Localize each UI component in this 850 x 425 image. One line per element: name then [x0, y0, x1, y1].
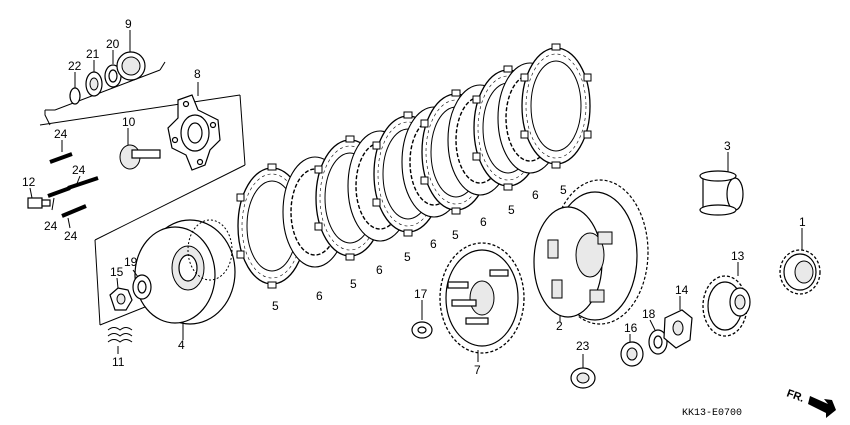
label-4: 4 — [178, 338, 185, 352]
label-5d: 5 — [452, 228, 459, 242]
part-8-lifter-plate — [167, 82, 221, 171]
label-22: 22 — [68, 59, 82, 73]
label-2: 2 — [556, 319, 563, 333]
label-20: 20 — [106, 37, 120, 51]
label-6d: 6 — [480, 215, 487, 229]
part-11-springs — [107, 327, 133, 354]
label-24b: 24 — [72, 163, 86, 177]
label-13: 13 — [731, 249, 745, 263]
label-15: 15 — [110, 265, 124, 279]
part-2-clutch-outer — [533, 179, 649, 325]
part-16-nut — [620, 334, 644, 367]
front-direction-indicator: FR. — [785, 388, 836, 418]
label-11: 11 — [112, 355, 125, 369]
label-17: 17 — [414, 287, 428, 301]
label-14: 14 — [675, 283, 689, 297]
part-18-washer — [648, 319, 668, 355]
label-12: 12 — [22, 175, 36, 189]
part-4-pressure-plate — [134, 219, 236, 340]
label-16: 16 — [624, 321, 638, 335]
label-18: 18 — [642, 307, 656, 321]
part-24-bolt-c — [47, 186, 71, 211]
label-21: 21 — [86, 47, 100, 61]
label-24a: 24 — [54, 127, 68, 141]
label-6c: 6 — [430, 237, 437, 251]
label-5a: 5 — [272, 299, 279, 313]
part-19-washer — [132, 269, 152, 300]
part-7-clutch-center — [439, 242, 525, 362]
label-1: 1 — [799, 215, 806, 229]
label-6a: 6 — [316, 289, 323, 303]
part-3-spacer — [699, 152, 744, 216]
label-6b: 6 — [376, 263, 383, 277]
label-8: 8 — [194, 67, 201, 81]
part-14-plate — [663, 296, 693, 349]
label-10: 10 — [122, 115, 136, 129]
label-24d: 24 — [64, 229, 78, 243]
label-5e: 5 — [508, 203, 515, 217]
part-24-bolt-a — [49, 140, 73, 164]
label-19: 19 — [124, 255, 138, 269]
part-15-nut — [109, 277, 133, 311]
label-5b: 5 — [350, 277, 357, 291]
part-23-bushing — [570, 354, 596, 389]
label-24c: 24 — [44, 219, 58, 233]
label-23: 23 — [576, 339, 590, 353]
label-5f: 5 — [560, 183, 567, 197]
label-6e: 6 — [532, 188, 539, 202]
part-22-circlip — [69, 72, 81, 105]
diagram-code: KK13-E0700 — [682, 408, 742, 419]
front-direction-label: FR. — [785, 388, 806, 405]
part-10-lifter-rod — [119, 128, 161, 170]
callout-labels: 1 2 3 4 5 5 5 5 5 5 6 6 6 6 6 7 8 9 10 1… — [22, 17, 806, 377]
part-20-washer — [104, 50, 122, 88]
part-12-pin — [27, 187, 51, 209]
part-24-bolt-d — [61, 204, 87, 229]
label-7: 7 — [474, 363, 481, 377]
part-1-gear — [779, 228, 821, 295]
label-3: 3 — [724, 139, 731, 153]
part-9-seal — [116, 30, 146, 81]
part-17-washer — [411, 300, 433, 339]
label-9: 9 — [125, 17, 132, 31]
group-frame — [39, 61, 246, 326]
label-5c: 5 — [404, 250, 411, 264]
part-21-bearing — [85, 60, 103, 97]
part-24-bolt-b — [67, 175, 99, 190]
part-13-gear — [702, 262, 751, 337]
